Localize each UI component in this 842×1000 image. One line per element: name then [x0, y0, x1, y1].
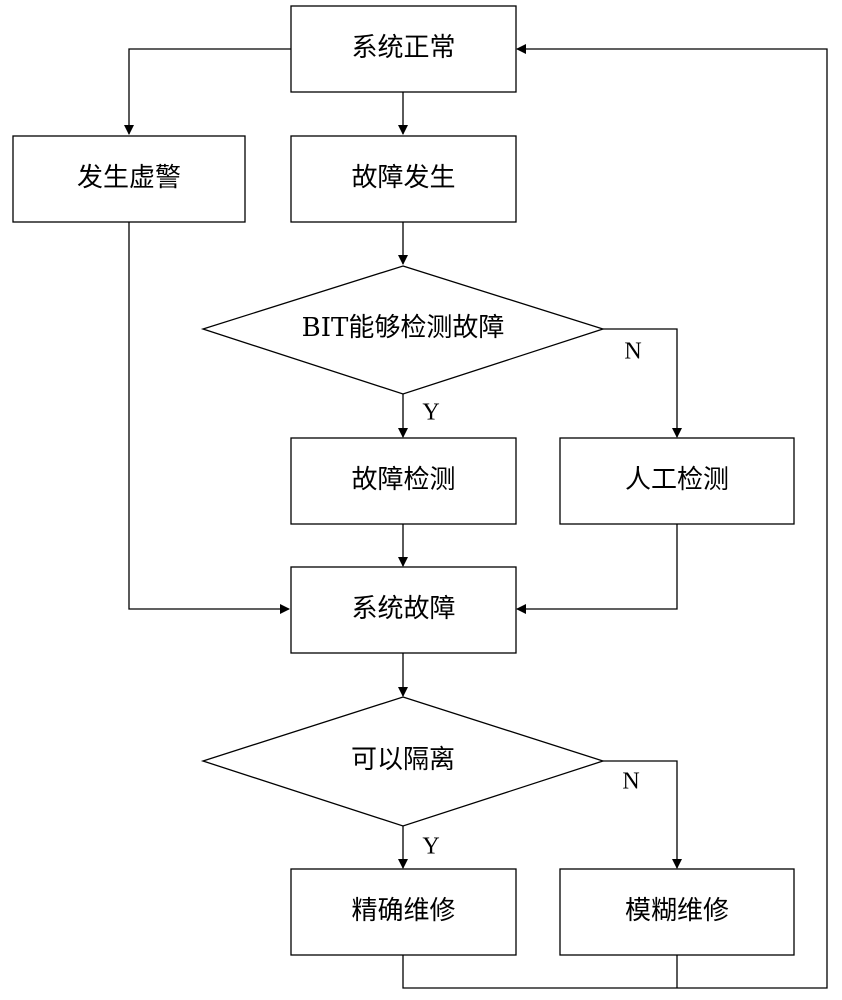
- node-false-alarm-box: [12, 135, 246, 223]
- edge-manual-detect-to-system-fault: [516, 524, 678, 614]
- node-manual-detect-label: 人工检测: [625, 465, 729, 495]
- edge-bit-no-to-manual-detect: [603, 328, 682, 438]
- decision-bit-check-shape: [200, 265, 606, 395]
- decision-bit-check: BIT能够检测故障: [200, 265, 606, 395]
- edge-false-alarm-to-system-fault: [128, 222, 290, 614]
- bit-yes-label: Y: [422, 400, 439, 426]
- node-false-alarm: 发生虚警: [12, 135, 246, 223]
- node-normal-label: 系统正常: [351, 33, 455, 63]
- decision-can-isolate-shape: [200, 696, 606, 827]
- decision-can-isolate: 可以隔离: [200, 696, 606, 827]
- node-fault-occurs-box: [290, 135, 517, 223]
- node-fault-detect: 故障检测: [290, 437, 517, 525]
- node-fault-occurs: 故障发生: [290, 135, 517, 223]
- edge-repair-loop-to-normal: [402, 44, 828, 989]
- node-fault-detect-label: 故障检测: [351, 465, 455, 495]
- node-precise-repair: 精确维修: [290, 868, 517, 956]
- isolate-no-label: N: [622, 769, 639, 795]
- node-normal: 系统正常: [290, 5, 517, 93]
- edges: [124, 44, 828, 989]
- bit-no-label: N: [624, 339, 641, 365]
- node-normal-box: [290, 5, 517, 93]
- node-fault-detect-box: [290, 437, 517, 525]
- node-fuzzy-repair-box: [559, 868, 795, 956]
- node-manual-detect: 人工检测: [559, 437, 795, 525]
- node-fuzzy-repair-label: 模糊维修: [625, 896, 729, 926]
- node-system-fault: 系统故障: [290, 566, 517, 654]
- node-fault-occurs-label: 故障发生: [351, 163, 455, 193]
- node-fuzzy-repair: 模糊维修: [559, 868, 795, 956]
- isolate-yes-label: Y: [422, 834, 439, 860]
- edge-isolate-no-to-fuzzy-repair: [603, 760, 682, 869]
- decision-bit-check-label: BIT能够检测故障: [302, 313, 505, 343]
- node-false-alarm-label: 发生虚警: [77, 163, 181, 193]
- edge-normal-to-false-alarm: [124, 48, 291, 135]
- node-system-fault-box: [290, 566, 517, 654]
- node-system-fault-label: 系统故障: [351, 594, 455, 624]
- node-precise-repair-label: 精确维修: [351, 896, 455, 926]
- node-manual-detect-box: [559, 437, 795, 525]
- node-precise-repair-box: [290, 868, 517, 956]
- decision-can-isolate-label: 可以隔离: [351, 745, 455, 775]
